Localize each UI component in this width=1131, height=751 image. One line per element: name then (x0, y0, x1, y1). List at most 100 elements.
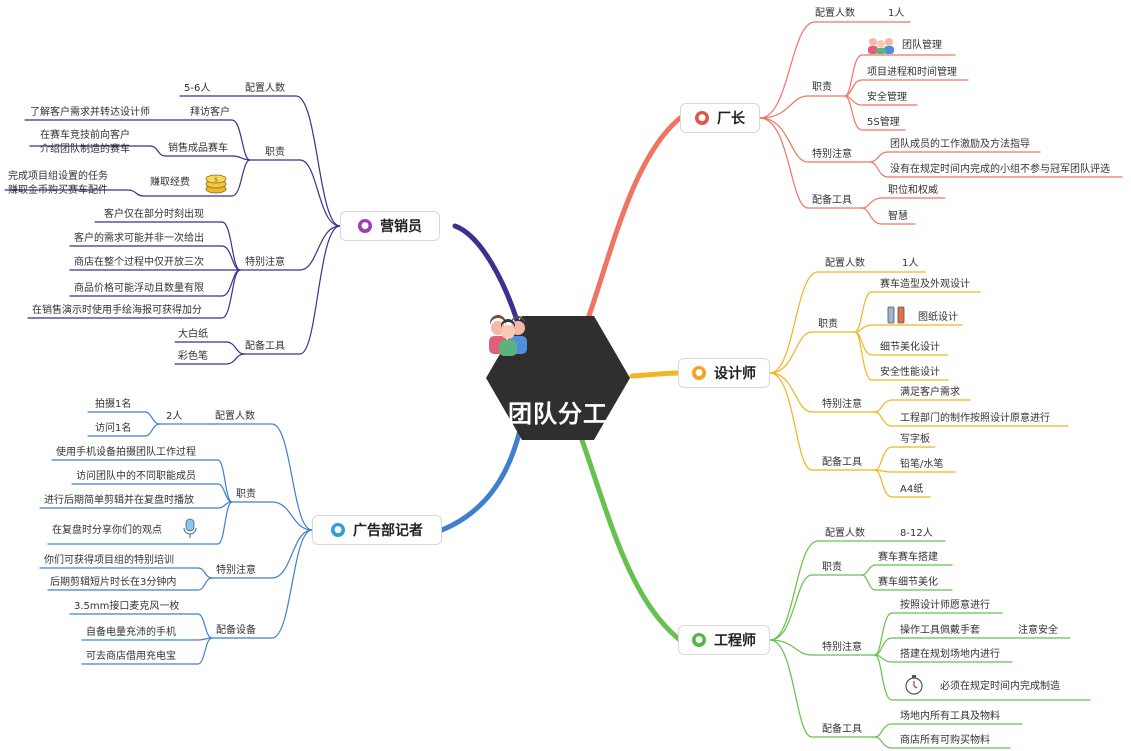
topic-title: 厂长 (717, 111, 745, 127)
duty-item: 项目进程和时间管理 (867, 67, 957, 78)
duties-label: 职责 (818, 319, 838, 330)
team-icon (868, 38, 894, 54)
duties-label: 职责 (236, 489, 256, 500)
person-icon: ● (692, 366, 706, 380)
staffing-detail: 访问1名 (95, 423, 132, 434)
svg-text:$: $ (214, 177, 218, 184)
notes-label: 特别注意 (822, 642, 862, 653)
stopwatch-icon (905, 675, 923, 695)
note-item: 后期剪辑短片时长在3分钟内 (50, 577, 177, 588)
tool-item: 职位和权威 (888, 185, 938, 196)
note-item: 客户的需求可能并非一次给出 (74, 233, 204, 244)
person-icon: ● (331, 523, 345, 537)
tool-item: 写字板 (900, 434, 930, 445)
staffing-value: 2人 (166, 411, 183, 422)
person-icon: ● (692, 633, 706, 647)
duties-label: 职责 (822, 562, 842, 573)
person-icon: ● (358, 219, 372, 233)
topic-title: 广告部记者 (353, 523, 423, 539)
tool-item: 智慧 (888, 211, 908, 222)
note-item: 工程部门的制作按照设计原意进行 (900, 413, 1050, 424)
duty-item: 拜访客户 (190, 107, 230, 118)
tool-item: 场地内所有工具及物料 (900, 711, 1000, 722)
note-item: 你们可获得项目组的特别培训 (44, 555, 174, 566)
staffing-label: 配置人数 (245, 83, 285, 94)
staffing-detail: 拍摄1名 (95, 399, 132, 410)
tools-label: 配备工具 (245, 341, 285, 352)
note-item: 商品价格可能浮动且数量有限 (74, 283, 204, 294)
staffing-label: 配置人数 (825, 258, 865, 269)
tool-item: 自备电量充沛的手机 (86, 627, 176, 638)
topic-title: 设计师 (714, 366, 756, 382)
duties-label: 职责 (265, 147, 285, 158)
topic-title: 工程师 (714, 633, 756, 649)
tool-item: A4纸 (900, 484, 924, 495)
duty-item: 团队管理 (902, 40, 942, 51)
topic-reporter[interactable]: ● 广告部记者 (312, 515, 442, 545)
topic-factory-manager[interactable]: ● 厂长 (680, 103, 760, 133)
topic-marketing[interactable]: ● 营销员 (340, 211, 440, 241)
staffing-value: 1人 (888, 8, 905, 19)
duty-item: 图纸设计 (918, 312, 958, 323)
staffing-value: 1人 (902, 258, 919, 269)
duty-detail: 了解客户需求并转达设计师 (30, 107, 150, 118)
duty-item: 安全性能设计 (880, 367, 940, 378)
staffing-label: 配置人数 (215, 411, 255, 422)
notes-label: 特别注意 (812, 149, 852, 160)
duty-item: 访问团队中的不同职能成员 (76, 471, 196, 482)
duty-item: 赚取经费 (150, 177, 190, 188)
note-item: 客户仅在部分时刻出现 (104, 209, 204, 220)
note-item: 商店在整个过程中仅开放三次 (74, 257, 204, 268)
tools-label: 配备工具 (812, 195, 852, 206)
duty-item: 赛车细节美化 (878, 577, 938, 588)
topic-title: 营销员 (380, 219, 422, 235)
notes-label: 特别注意 (822, 399, 862, 410)
note-item: 按照设计师愿意进行 (900, 600, 990, 611)
coins-icon: $ (205, 174, 227, 194)
tool-item: 大白纸 (178, 329, 208, 340)
blueprint-icon (887, 306, 905, 324)
duty-detail: 在赛车竞技前向客户 (40, 130, 130, 141)
note-item: 搭建在规划场地内进行 (900, 649, 1000, 660)
note-item: 没有在规定时间内完成的小组不参与冠军团队评选 (890, 164, 1110, 175)
staffing-label: 配置人数 (815, 8, 855, 19)
note-item: 团队成员的工作激励及方法指导 (890, 139, 1030, 150)
staffing-value: 8-12人 (900, 528, 933, 539)
duty-item: 使用手机设备拍摄团队工作过程 (56, 447, 196, 458)
staffing-label: 配置人数 (825, 528, 865, 539)
note-item: 必须在规定时间内完成制造 (940, 681, 1060, 692)
duty-item: 在复盘时分享你们的观点 (52, 525, 162, 536)
tools-label: 配备工具 (822, 724, 862, 735)
notes-label: 特别注意 (216, 565, 256, 576)
duty-item: 5S管理 (867, 117, 900, 128)
duties-label: 职责 (812, 82, 832, 93)
center-topic: 团队分工 (484, 314, 632, 442)
duty-item: 安全管理 (867, 92, 907, 103)
team-icon (489, 315, 527, 356)
duty-item: 销售成品赛车 (168, 143, 228, 154)
tool-item: 铅笔/水笔 (900, 459, 944, 470)
notes-label: 特别注意 (245, 257, 285, 268)
tool-item: 可去商店借用充电宝 (86, 651, 176, 662)
topic-engineer[interactable]: ● 工程师 (678, 625, 770, 655)
duty-item: 赛车造型及外观设计 (880, 279, 970, 290)
duty-item: 赛车赛车搭建 (878, 552, 938, 563)
staffing-value: 5-6人 (184, 83, 211, 94)
tool-item: 3.5mm接口麦克风一枚 (74, 601, 180, 612)
duty-detail: 介绍团队制造的赛车 (40, 144, 130, 155)
microphone-icon (183, 518, 197, 538)
duty-detail: 完成项目组设置的任务 (8, 171, 108, 182)
duty-detail: 赚取金币购买赛车配件 (8, 185, 108, 196)
duty-item: 细节美化设计 (880, 342, 940, 353)
topic-designer[interactable]: ● 设计师 (678, 358, 770, 388)
center-title: 团队分工 (508, 400, 608, 428)
tool-item: 彩色笔 (178, 351, 208, 362)
note-item: 满足客户需求 (900, 387, 960, 398)
duty-item: 进行后期简单剪辑并在复盘时播放 (44, 495, 194, 506)
safety-note: 注意安全 (1018, 625, 1058, 636)
tool-item: 商店所有可购买物料 (900, 735, 990, 746)
note-item: 操作工具佩戴手套 (900, 625, 980, 636)
tools-label: 配备设备 (216, 625, 256, 636)
note-item: 在销售演示时使用手绘海报可获得加分 (32, 305, 202, 316)
person-icon: ● (695, 111, 709, 125)
